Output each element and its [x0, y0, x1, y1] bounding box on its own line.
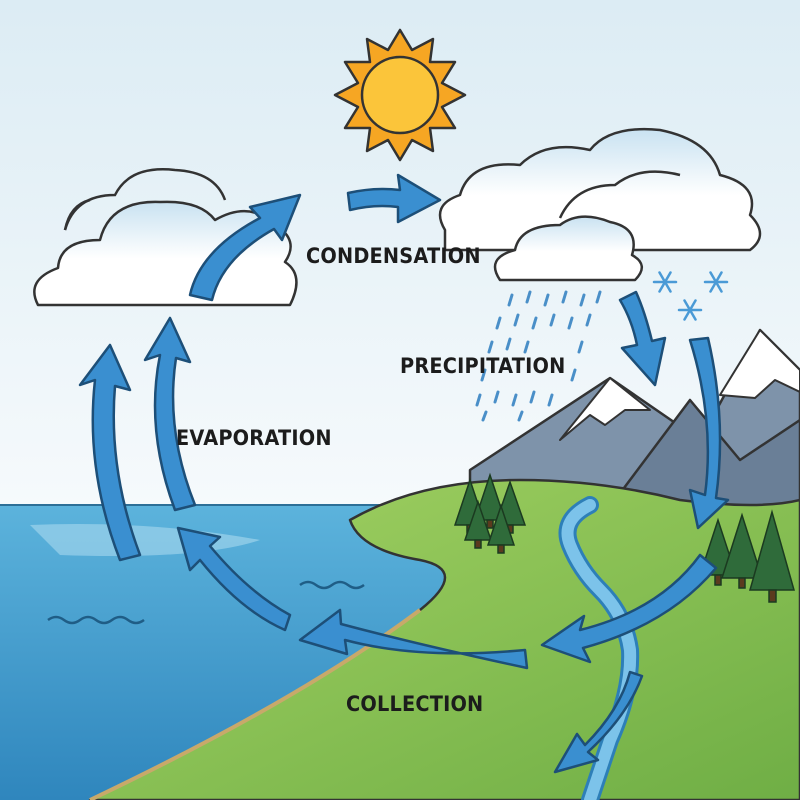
sun — [333, 28, 467, 162]
collection-arrow — [298, 608, 529, 670]
condensation-arrow — [346, 173, 442, 224]
evaporation-arrow-inner — [143, 316, 197, 512]
runoff-arrow — [688, 336, 730, 530]
cloud-left — [33, 168, 298, 307]
trees-left — [453, 472, 527, 554]
precipitation-arrow — [618, 290, 667, 387]
evaporation-arrow-outer — [78, 343, 142, 562]
cloud-right — [438, 128, 762, 252]
wave — [47, 615, 145, 625]
ocean-flow-arrow — [176, 526, 292, 632]
rain — [475, 290, 602, 422]
rain-cloud — [493, 215, 643, 282]
wave — [299, 580, 365, 590]
label-evaporation: EVAPORATION — [176, 426, 332, 450]
arrows — [78, 173, 730, 774]
collection-arrow-land — [540, 553, 718, 664]
snowflakes — [652, 271, 729, 321]
label-precipitation: PRECIPITATION — [400, 354, 566, 378]
label-condensation: CONDENSATION — [306, 244, 481, 268]
label-collection: COLLECTION — [346, 692, 484, 716]
shore — [89, 608, 422, 800]
river-outflow-arrow — [553, 670, 644, 774]
condensation-rise-arrow — [188, 193, 302, 302]
